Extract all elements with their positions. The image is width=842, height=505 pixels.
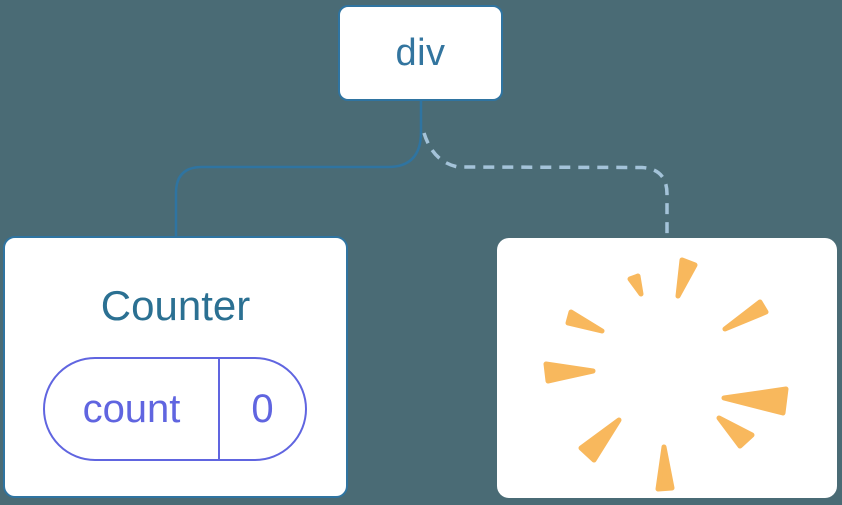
tree-node-counter: Counter count 0 xyxy=(3,236,348,498)
state-pill: count 0 xyxy=(43,357,307,461)
counter-title: Counter xyxy=(100,282,251,329)
state-pill-key: count xyxy=(45,359,220,459)
poof-ray xyxy=(627,273,644,297)
poof-ray xyxy=(655,444,675,492)
poof-ray xyxy=(721,386,789,416)
tree-node-removed xyxy=(497,238,837,498)
poof-icon xyxy=(543,257,789,492)
connector-dashed-right xyxy=(422,132,669,238)
poof-ray xyxy=(716,415,755,449)
state-pill-value: 0 xyxy=(251,386,274,431)
poof-ray xyxy=(578,417,622,463)
poof-ray xyxy=(543,361,596,384)
root-node-label: div xyxy=(395,31,446,74)
poof-ray xyxy=(722,299,769,332)
tree-node-div: div xyxy=(338,5,503,101)
poof-ray xyxy=(675,257,698,299)
poof-ray xyxy=(565,309,605,334)
connector-solid-left xyxy=(174,101,423,236)
